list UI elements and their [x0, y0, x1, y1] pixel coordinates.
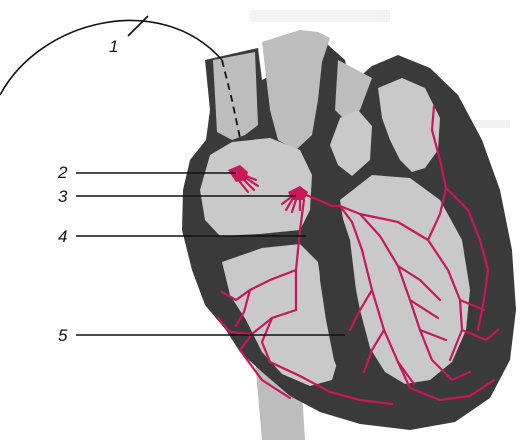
right-atrium — [200, 138, 312, 236]
labels: 1 2 3 4 5 — [57, 37, 118, 345]
superior-vessel — [213, 52, 258, 140]
label-1: 1 — [109, 37, 118, 56]
leader-1-arc — [0, 20, 222, 95]
label-2: 2 — [57, 163, 68, 182]
label-4: 4 — [58, 227, 67, 246]
label-3: 3 — [58, 187, 68, 206]
label-5: 5 — [58, 326, 68, 345]
heart — [182, 30, 516, 440]
leader-1-tick — [128, 16, 148, 36]
